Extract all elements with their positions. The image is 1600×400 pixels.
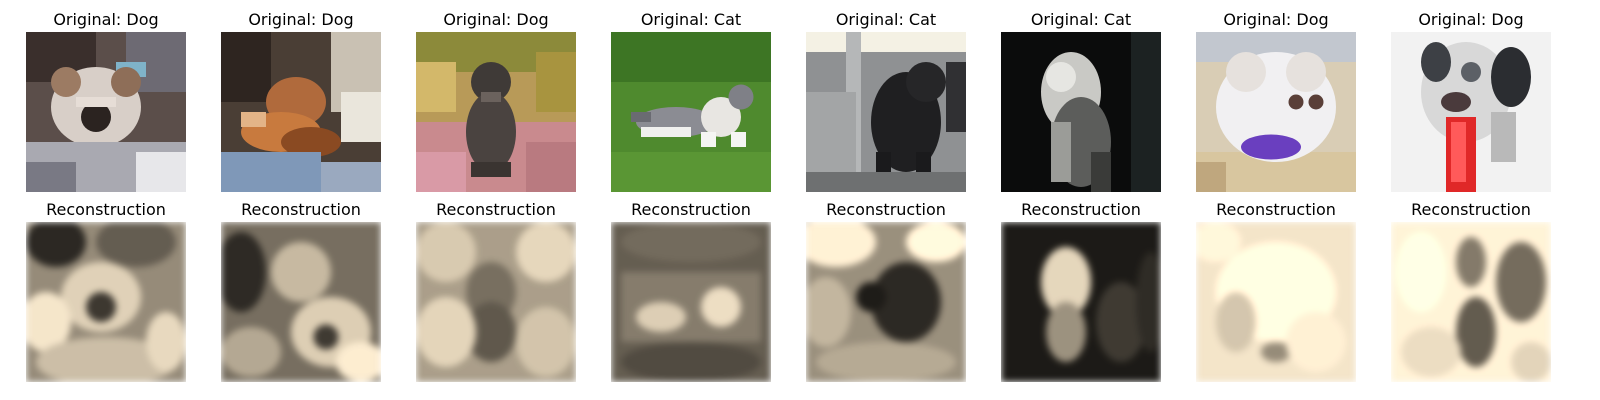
reconstruction-caption: Reconstruction [631,200,751,219]
original-caption: Original: Dog [443,10,549,29]
original-caption: Original: Dog [53,10,159,29]
original-caption: Original: Cat [640,10,742,29]
reconstruction-caption: Reconstruction [436,200,556,219]
original-image-cat-1 [611,32,771,192]
original-cell-7: Original: Dog [1196,8,1356,194]
reconstruction-cell-3: Reconstruction [416,198,576,384]
original-caption: Original: Cat [1030,10,1132,29]
original-cell-4: Original: Cat [611,8,771,194]
reconstruction-caption: Reconstruction [1021,200,1141,219]
reconstruction-image-5 [806,222,966,382]
original-image-dog-5 [1391,32,1551,192]
reconstruction-image-3 [416,222,576,382]
original-caption: Original: Dog [1418,10,1524,29]
reconstruction-caption: Reconstruction [826,200,946,219]
original-image-dog-1 [26,32,186,192]
reconstruction-image-1 [26,222,186,382]
reconstruction-cell-4: Reconstruction [611,198,771,384]
reconstruction-cell-6: Reconstruction [1001,198,1161,384]
original-cell-5: Original: Cat [806,8,966,194]
original-cell-1: Original: Dog [26,8,186,194]
original-image-cat-2 [806,32,966,192]
original-caption: Original: Cat [835,10,937,29]
reconstruction-cell-8: Reconstruction [1391,198,1551,384]
original-cell-2: Original: Dog [221,8,381,194]
original-cell-8: Original: Dog [1391,8,1551,194]
original-image-dog-4 [1196,32,1356,192]
reconstruction-cell-7: Reconstruction [1196,198,1356,384]
original-image-dog-2 [221,32,381,192]
original-image-dog-3 [416,32,576,192]
reconstruction-cell-5: Reconstruction [806,198,966,384]
reconstruction-image-4 [611,222,771,382]
reconstruction-caption: Reconstruction [1216,200,1336,219]
reconstruction-image-2 [221,222,381,382]
reconstruction-image-8 [1391,222,1551,382]
reconstruction-image-7 [1196,222,1356,382]
reconstruction-image-6 [1001,222,1161,382]
original-image-cat-3 [1001,32,1161,192]
original-caption: Original: Dog [1223,10,1329,29]
original-caption: Original: Dog [248,10,354,29]
reconstruction-cell-2: Reconstruction [221,198,381,384]
reconstruction-cell-1: Reconstruction [26,198,186,384]
original-cell-3: Original: Dog [416,8,576,194]
original-cell-6: Original: Cat [1001,8,1161,194]
reconstruction-caption: Reconstruction [1411,200,1531,219]
image-grid: Original: Dog Original: Dog [26,8,1576,392]
reconstruction-caption: Reconstruction [241,200,361,219]
reconstruction-caption: Reconstruction [46,200,166,219]
